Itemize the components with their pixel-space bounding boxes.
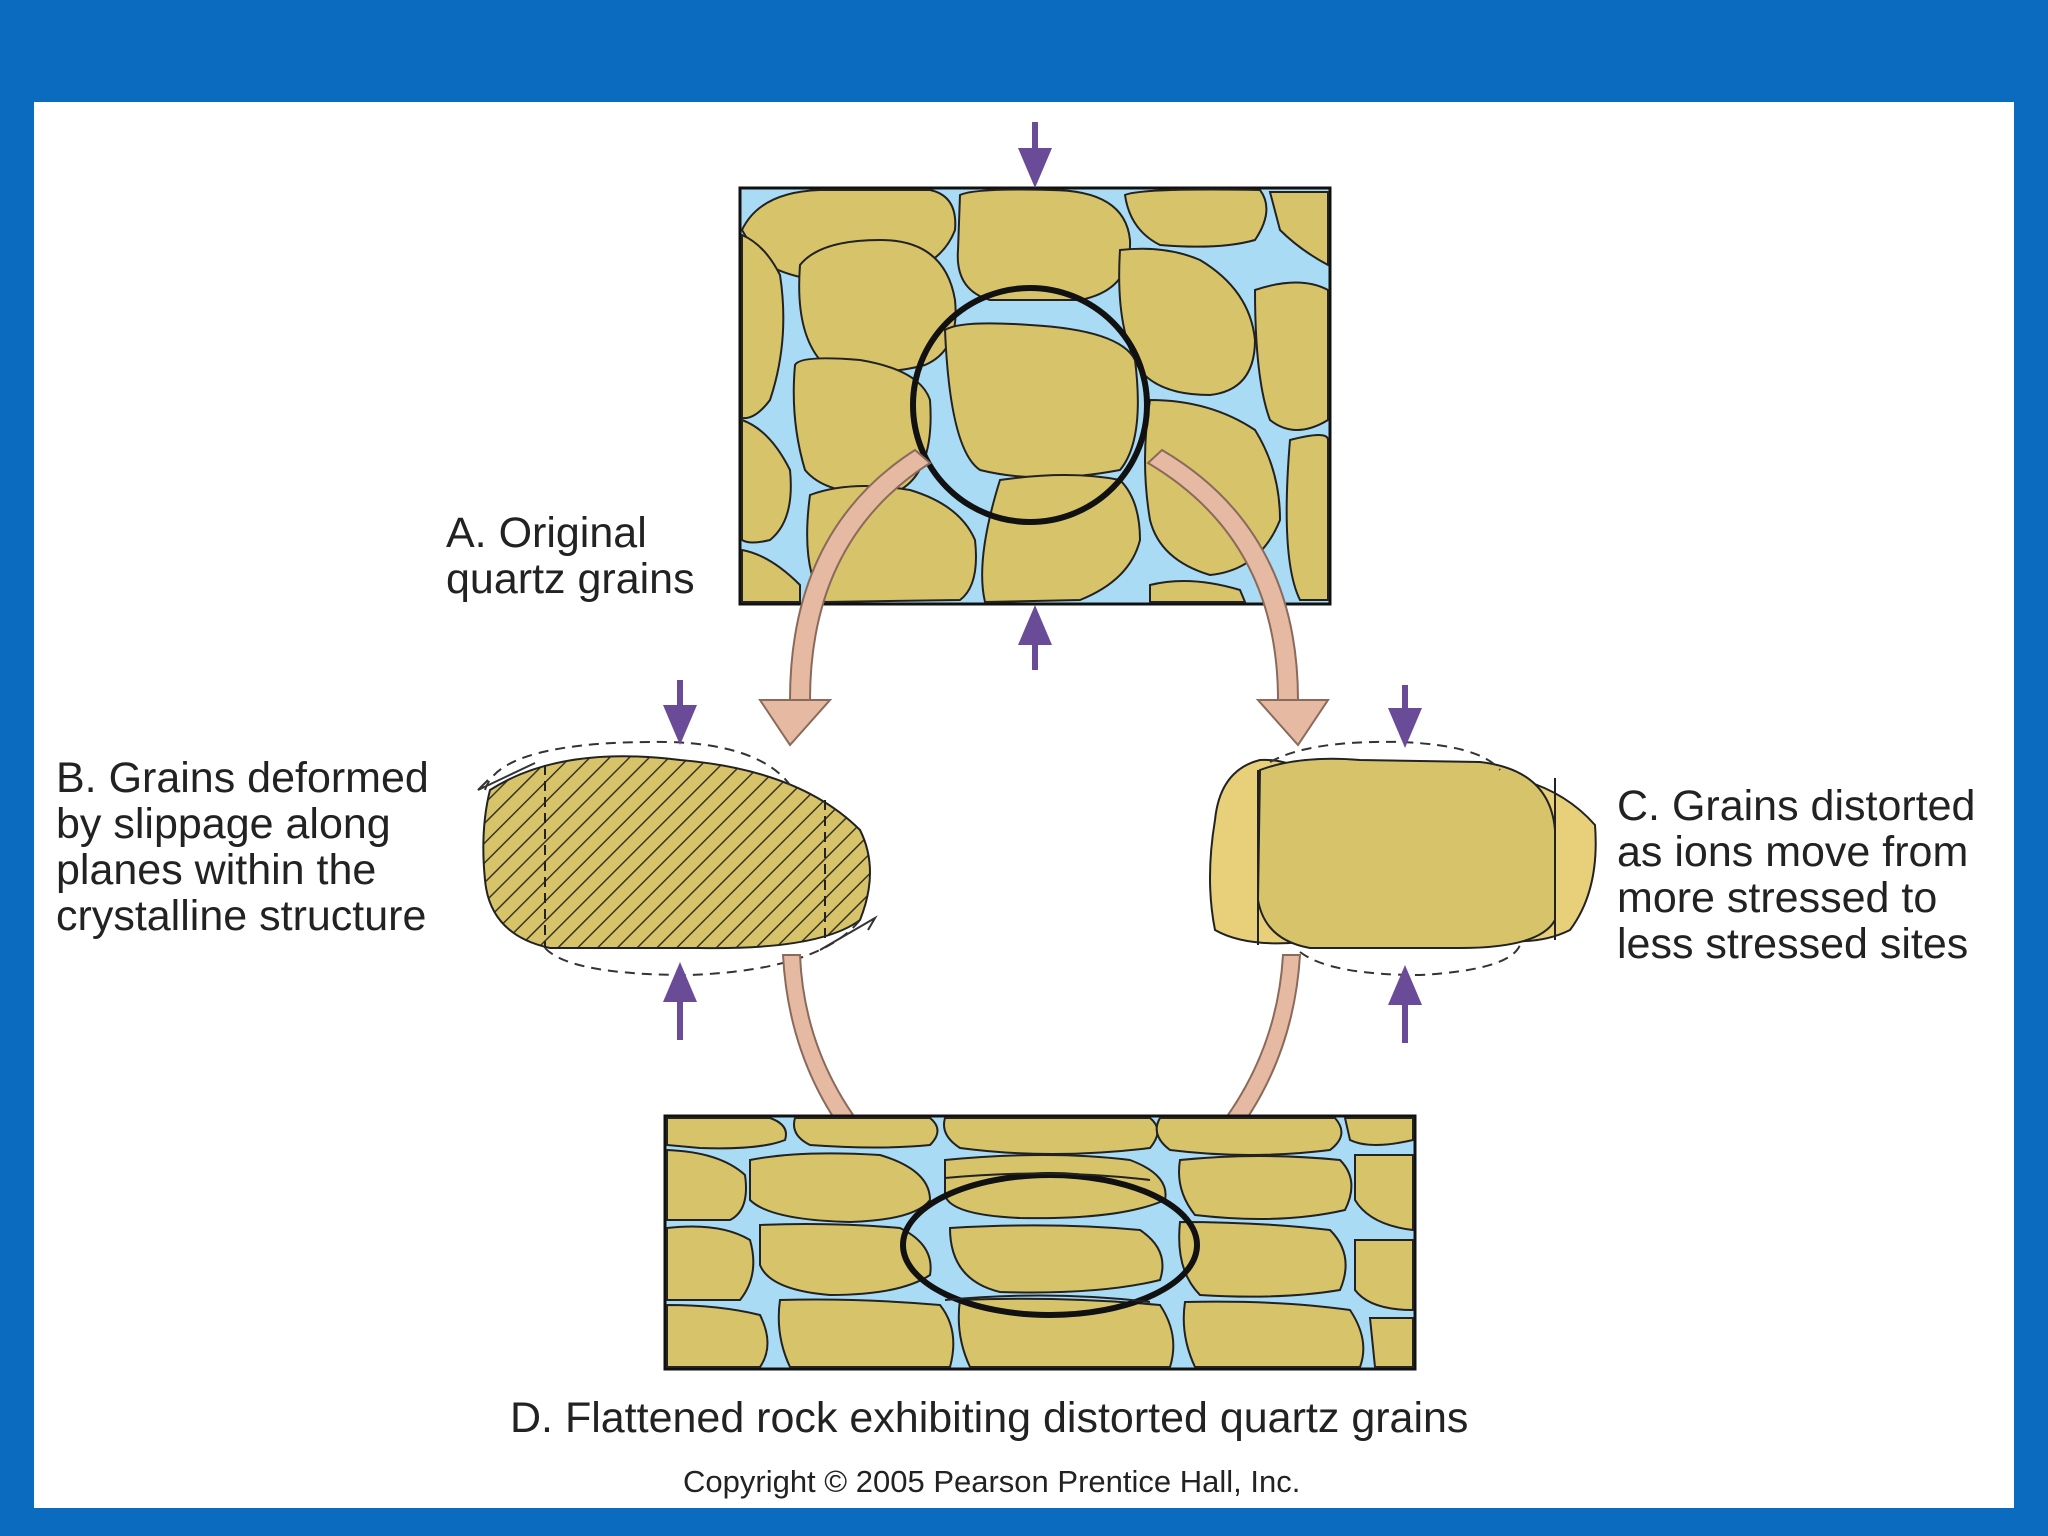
stress-arrow-b-top (663, 680, 697, 745)
stress-arrow-c-top (1388, 685, 1422, 748)
stress-arrow-a-bottom (1018, 605, 1052, 670)
label-b: B. Grains deformed by slippage along pla… (56, 754, 429, 940)
stress-arrow-b-bottom (663, 962, 697, 1040)
panel-d-rock-block (663, 1114, 1417, 1371)
transition-arrow-a-to-b (758, 448, 932, 747)
label-c: C. Grains distorted as ions move from mo… (1617, 782, 1976, 968)
label-a: A. Original quartz grains (446, 509, 695, 603)
panel-c-distorted-grain (1209, 740, 1597, 977)
copyright-notice: Copyright © 2005 Pearson Prentice Hall, … (683, 1464, 1301, 1499)
stress-arrow-c-bottom (1388, 965, 1422, 1043)
panel-b-slipped-grain (477, 740, 878, 977)
transition-arrow-a-to-c (1146, 448, 1330, 747)
label-d: D. Flattened rock exhibiting distorted q… (510, 1394, 1469, 1442)
stress-arrow-a-top (1018, 122, 1052, 188)
